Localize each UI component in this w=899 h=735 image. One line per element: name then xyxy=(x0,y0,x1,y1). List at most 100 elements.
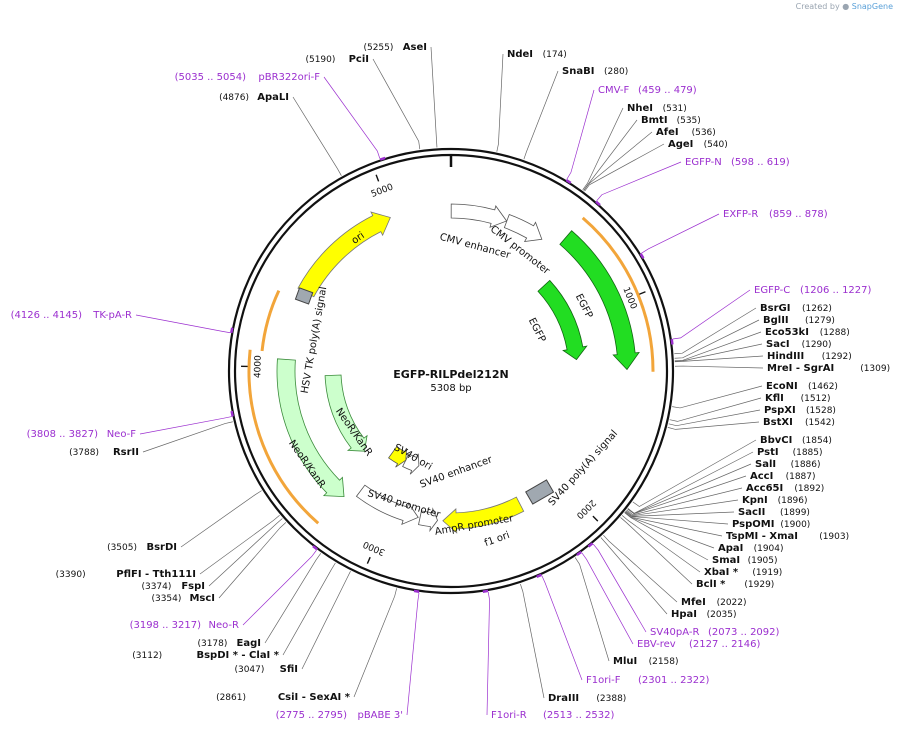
site-label-draiii: DraIII(2388) xyxy=(548,693,626,704)
leader-sacii xyxy=(625,511,735,517)
site-label-bcli: BclI *(1929) xyxy=(696,579,774,590)
site-name: AgeI xyxy=(668,139,693,150)
feature-label-f1-ori: f1 ori xyxy=(483,530,511,549)
site-position: (1854) xyxy=(802,436,832,446)
site-label-hindiii: HindIII(1292) xyxy=(767,351,852,362)
site-name: AseI xyxy=(403,42,427,53)
leader-agei xyxy=(584,143,665,192)
site-label-hpai: HpaI (2035) xyxy=(671,609,737,620)
feature-label-egfp: EGFP xyxy=(526,316,548,344)
primer-label-sv40pa-r: SV40pA-R(2073 .. 2092) xyxy=(650,627,780,638)
leader-eagi xyxy=(264,553,322,644)
leader-bsrgi xyxy=(674,307,757,355)
site-name: SacI xyxy=(766,339,790,350)
site-position: (1462) xyxy=(808,382,838,392)
primer-label-ebv-rev: EBV-rev(2127 .. 2146) xyxy=(637,639,761,650)
site-name: HpaI xyxy=(671,609,697,620)
site-position: (540) xyxy=(704,140,728,150)
primer-label-f1ori-f: F1ori-F(2301 .. 2322) xyxy=(586,675,710,686)
primer-mark-tk-pa-r xyxy=(230,327,234,334)
site-label-apali: (4876)ApaLI xyxy=(219,92,289,103)
site-label-pflfi-tth111i: (3390)PflFI - Tth111I xyxy=(56,569,196,580)
primer-name: pBABE 3' xyxy=(357,710,403,721)
leader-hindiii xyxy=(674,355,764,363)
site-name: BsrDI xyxy=(146,542,177,553)
site-name: Eco53kI xyxy=(765,327,809,338)
feature-egfp xyxy=(559,230,640,371)
primer-marks xyxy=(230,156,674,593)
site-label-kpni: KpnI(1896) xyxy=(742,495,808,506)
site-name: BstXI xyxy=(763,417,793,428)
site-name: FspI xyxy=(181,581,205,592)
site-name: SfiI xyxy=(280,664,298,675)
feature-ampr-promoter xyxy=(418,507,438,533)
site-name: MfeI xyxy=(681,597,706,608)
site-position: (2388) xyxy=(596,694,626,704)
site-name: XbaI * xyxy=(704,567,739,578)
site-position: (1512) xyxy=(801,394,831,404)
leader-bspdi-clai xyxy=(282,562,336,656)
feature-label-sv40-enhancer: SV40 enhancer xyxy=(419,454,495,491)
leader-bsrdi xyxy=(180,490,262,548)
site-position: (3788) xyxy=(69,448,99,458)
feature-label-sv40-poly-a-signal: SV40 poly(A) signal xyxy=(547,428,621,508)
site-position: (1288) xyxy=(820,328,850,338)
site-position: (531) xyxy=(663,104,687,114)
site-name: MluI xyxy=(613,656,637,667)
leader-kfli xyxy=(669,397,762,422)
primer-name: EXFP-R xyxy=(723,209,758,220)
primer-mark-ebv-rev xyxy=(576,550,582,557)
site-position: (2035) xyxy=(707,610,737,620)
site-position: (1892) xyxy=(794,484,824,494)
site-name: Acc65I xyxy=(746,483,783,494)
site-position: (3390) xyxy=(56,570,86,580)
site-position: (1896) xyxy=(778,496,808,506)
primer-name: F1ori-R xyxy=(491,710,527,721)
primer-name: EGFP-C xyxy=(754,285,790,296)
site-name: SacII xyxy=(738,507,765,518)
leader-pbabe-3 xyxy=(406,592,420,716)
leader-ebv-rev xyxy=(581,552,634,645)
site-label-csii-sexai: (2861)CsiI - SexAI * xyxy=(216,692,351,703)
leader-neo-f xyxy=(139,416,232,435)
site-label-xbai: XbaI * (1919) xyxy=(704,567,782,578)
leader-ndei xyxy=(496,53,504,152)
primer-range: (598 .. 619) xyxy=(731,157,790,168)
site-position: (1309) xyxy=(860,364,890,374)
site-name: PspOMI xyxy=(732,519,774,530)
orf-ring-tk xyxy=(260,289,281,352)
site-name: TspMI - XmaI xyxy=(726,531,798,542)
site-position: (1919) xyxy=(752,568,782,578)
leader-cmv-f xyxy=(566,89,595,180)
site-position: (1292) xyxy=(822,352,852,362)
leader-afei xyxy=(583,131,653,191)
site-position: (1899) xyxy=(780,508,810,518)
leader-mlui xyxy=(574,557,610,662)
site-label-sali: SalI(1886) xyxy=(755,459,821,470)
site-position: (1542) xyxy=(805,418,835,428)
site-label-nhei: NheI(531) xyxy=(627,103,687,114)
site-name: RsrII xyxy=(113,447,139,458)
feature-sv40-polya-block xyxy=(525,479,555,505)
primer-mark-exfp-r xyxy=(639,253,645,259)
plasmid-size: 5308 bp xyxy=(430,383,471,394)
site-position: (1900) xyxy=(780,520,810,530)
primer-mark-egfp-c xyxy=(670,339,674,345)
site-position: (280) xyxy=(604,67,628,77)
primer-name: Neo-F xyxy=(107,429,137,440)
feature-label-egfp: EGFP xyxy=(573,292,595,320)
credit-prefix: Created by xyxy=(795,2,840,11)
primer-mark-neo-r xyxy=(312,545,318,551)
leader-apali xyxy=(292,96,342,176)
site-label-msci: (3354)MscI xyxy=(151,593,215,604)
leader-asei xyxy=(430,46,438,148)
tick-3000 xyxy=(366,556,371,564)
site-position: (1885) xyxy=(793,448,823,458)
leader-acc65i xyxy=(626,487,743,516)
primer-name: EGFP-N xyxy=(685,157,722,168)
leader-sv40pa-r xyxy=(592,543,647,633)
site-name: MreI - SgrAI xyxy=(767,363,834,374)
site-label-pspomi: PspOMI (1900) xyxy=(732,519,810,530)
site-position: (1528) xyxy=(806,406,836,416)
primer-name: SV40pA-R xyxy=(650,627,699,638)
